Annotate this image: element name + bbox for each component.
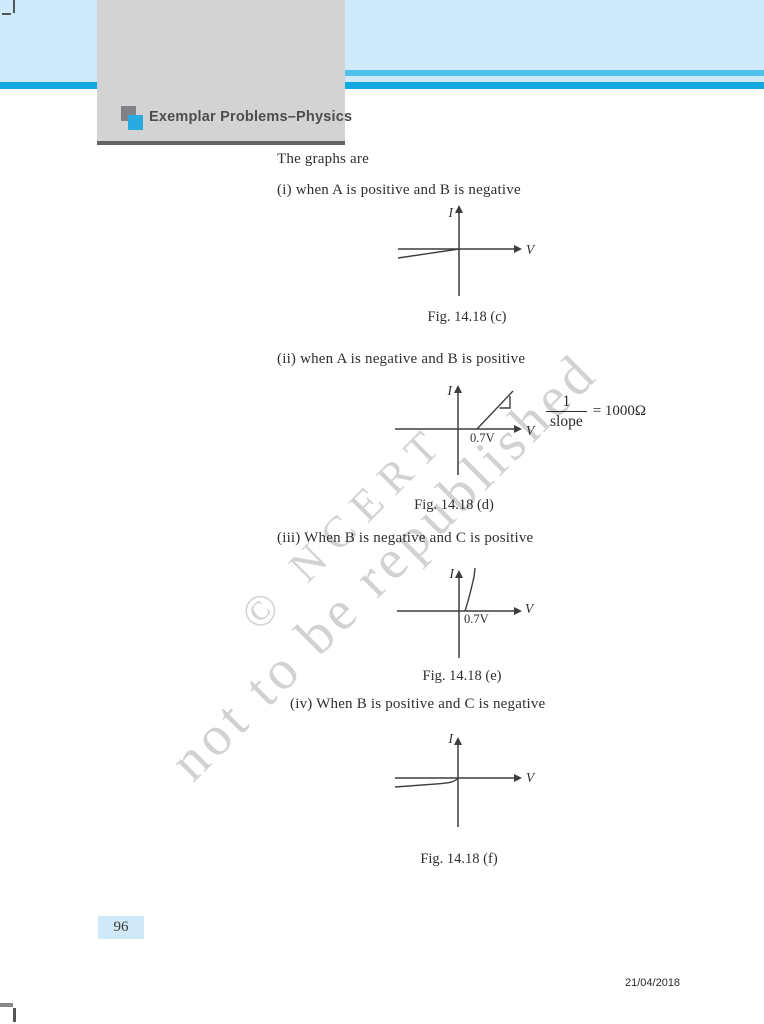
crop-mark-bottom-left-horizontal [0, 1003, 13, 1007]
figure-e-x-label: V [525, 601, 535, 616]
figure-d-slope-triangle [499, 396, 511, 409]
page-number-badge: 96 [98, 916, 144, 939]
section-iii-label: (iii) When B is negative and C is positi… [277, 530, 534, 546]
figure-c-y-arrow-icon [455, 205, 463, 213]
figure-e-caption: Fig. 14.18 (e) [422, 668, 502, 684]
figure-e-graph: I V 0.7V [397, 566, 535, 658]
section-i-label: (i) when A is positive and B is negative [277, 182, 521, 198]
figure-d-x-label: V [526, 423, 536, 438]
figure-d-caption: Fig. 14.18 (d) [414, 497, 494, 513]
crop-mark-top-left-vertical [13, 0, 15, 13]
figure-f-y-label: I [448, 731, 455, 746]
section-ii-label: (ii) when A is negative and B is positiv… [277, 351, 526, 367]
figure-e-x-arrow-icon [514, 607, 522, 615]
figure-d-iv-curve [476, 390, 514, 430]
print-date: 21/04/2018 [625, 977, 681, 989]
figure-d-x-arrow-icon [514, 425, 522, 433]
intro-text: The graphs are [277, 151, 369, 167]
figure-f-x-label: V [526, 770, 536, 785]
figure-d-graph: I V 0.7V [395, 383, 536, 475]
figure-c-iv-curve [397, 248, 460, 259]
figure-f-y-arrow-icon [454, 737, 462, 745]
figure-e-y-label: I [449, 566, 456, 581]
crop-mark-top-left-horizontal [2, 13, 11, 15]
slope-formula: 1 slope = 1000Ω [546, 393, 646, 430]
figure-e-iv-curve [464, 567, 476, 612]
figure-e-y-arrow-icon [455, 570, 463, 578]
slope-fraction-denominator: slope [546, 411, 587, 430]
figure-c-graph: I V [397, 205, 536, 296]
section-iv-label: (iv) When B is positive and C is negativ… [290, 696, 546, 712]
figure-d-y-label: I [447, 383, 454, 398]
figure-f-caption: Fig. 14.18 (f) [420, 851, 498, 867]
figure-c-caption: Fig. 14.18 (c) [427, 309, 507, 325]
banner-dark-stripe [0, 82, 764, 89]
crop-mark-bottom-left-vertical [13, 1008, 16, 1022]
figure-c-x-arrow-icon [514, 245, 522, 253]
book-title: Exemplar Problems–Physics [149, 109, 353, 125]
figure-f-iv-curve [394, 777, 459, 788]
slope-formula-result: = 1000Ω [592, 403, 647, 420]
figure-f-x-arrow-icon [514, 774, 522, 782]
banner-cyan-stripe [345, 70, 764, 76]
figure-d-y-arrow-icon [454, 385, 462, 393]
figure-e-threshold-label: 0.7V [464, 612, 489, 626]
figure-f-graph: I V [394, 731, 536, 827]
figure-c-y-label: I [448, 205, 455, 220]
page-number: 96 [113, 919, 129, 935]
slope-fraction: 1 slope [546, 393, 587, 430]
slope-fraction-numerator: 1 [562, 393, 571, 410]
figure-d-threshold-label: 0.7V [470, 431, 495, 445]
figure-c-x-label: V [526, 242, 536, 257]
ncert-logo-cyan-square-icon [128, 115, 143, 130]
